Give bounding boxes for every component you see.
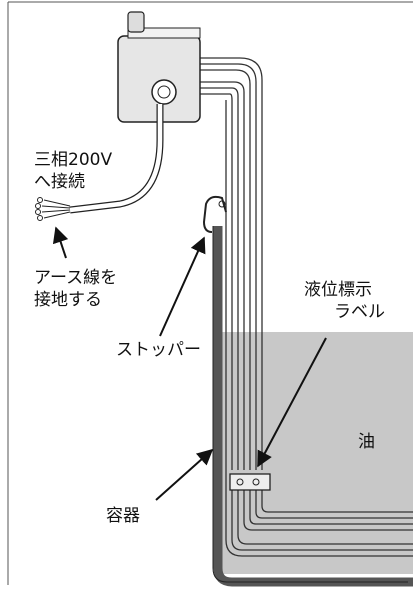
cable-gland (151, 79, 177, 105)
stopper-bolt (218, 200, 226, 208)
level-bracket (229, 473, 271, 491)
container-label: 容器 (106, 506, 140, 526)
control-box-top (127, 27, 201, 39)
power-label-line2: へ接続 (34, 172, 85, 192)
level-label-line2: ラベル (334, 302, 385, 322)
leader-arrows (52, 226, 327, 501)
cable-gland-inner (157, 85, 171, 99)
oil-label: 油 (358, 432, 375, 452)
bracket-bolt-left (236, 478, 244, 486)
heater-pipes (200, 57, 413, 557)
cable-wires (41, 199, 71, 219)
bracket-bolt-right (252, 478, 260, 486)
power-label-line1: 三相200V (34, 150, 113, 170)
container-wall-outline (212, 226, 408, 583)
ground-label-line2: 接地する (34, 290, 102, 310)
ground-label-line1: アース線を (34, 268, 118, 288)
stopper-label: ストッパー (116, 340, 201, 360)
oil-area (222, 332, 413, 574)
level-label-line1: 液位標示 (304, 280, 372, 300)
stopper-hook (202, 195, 227, 233)
power-cable-fill (69, 104, 163, 213)
control-knob (127, 11, 145, 33)
wire-terminals (35, 197, 43, 221)
